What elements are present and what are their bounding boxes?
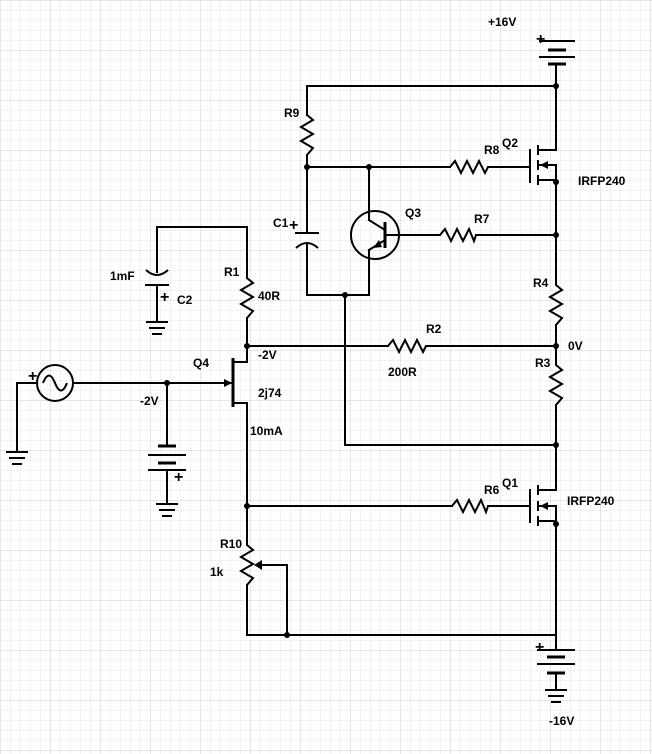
label-q3: Q3	[405, 206, 421, 220]
label-supply-pos: +16V	[488, 15, 516, 29]
junction-dot	[553, 83, 559, 89]
ground-symbol	[6, 451, 28, 465]
wire-r10-wiper	[256, 564, 288, 636]
battery-positive-supply: +	[536, 31, 575, 66]
resistor-r2	[387, 337, 427, 355]
junctions	[164, 83, 559, 638]
capacitor-plus-sign: +	[160, 289, 169, 306]
label-r9: R9	[284, 106, 300, 120]
junction-dot	[553, 343, 559, 349]
resistor-r7	[439, 226, 477, 244]
label-q2-part: IRFP240	[578, 174, 626, 188]
label-supply-neg: -16V	[549, 714, 574, 728]
resistor-r8	[449, 158, 489, 176]
resistor-r1	[239, 277, 255, 319]
battery-plus-sign: +	[535, 639, 544, 656]
junction-dot	[244, 343, 250, 349]
label-q1: Q1	[502, 476, 518, 490]
label-r2-value: 200R	[388, 365, 417, 379]
label-r8: R8	[484, 143, 500, 157]
battery-plus-sign: +	[174, 469, 183, 486]
label-q4-current: 10mA	[250, 424, 283, 438]
mosfet-q1	[529, 485, 557, 526]
junction-dot	[164, 380, 170, 386]
wire-c2-r1-top	[156, 226, 248, 279]
labels: +16V -16V R9 R8 Q2 IRFP240 C1 Q3 R7 1mF …	[110, 15, 626, 728]
label-c1: C1	[273, 216, 289, 230]
junction-dot	[366, 164, 372, 170]
battery-bias: +	[148, 444, 186, 486]
label-node-gate-v: -2V	[258, 348, 277, 362]
label-q1-part: IRFP240	[567, 494, 615, 508]
capacitor-c2: +	[145, 269, 169, 306]
resistor-r6	[451, 497, 489, 515]
jfet-q4	[224, 358, 235, 407]
junction-dot	[284, 632, 290, 638]
junction-dot	[244, 503, 250, 509]
label-r1: R1	[224, 265, 240, 279]
label-r4: R4	[533, 276, 549, 290]
wire-source-ground	[16, 382, 38, 453]
battery-negative-supply: +	[535, 639, 575, 675]
resistor-r3	[548, 364, 564, 406]
resistor-r9	[299, 114, 315, 156]
junction-dot	[553, 442, 559, 448]
label-r1-value: 40R	[258, 289, 280, 303]
wire-r10-bottom	[246, 584, 557, 636]
label-q2: Q2	[502, 136, 518, 150]
ground-symbol	[146, 321, 168, 335]
label-c2-value: 1mF	[110, 269, 135, 283]
ac-source: +	[28, 364, 74, 402]
label-r10: R10	[220, 537, 242, 551]
wire-c1-bottom	[306, 243, 370, 296]
label-r2: R2	[426, 322, 442, 336]
capacitor-plus-sign: +	[289, 217, 298, 234]
label-c2: C2	[177, 293, 193, 307]
ground-symbol	[156, 503, 178, 517]
junction-dot	[553, 232, 559, 238]
mosfet-q2	[529, 137, 557, 185]
label-r6: R6	[484, 483, 500, 497]
label-r3: R3	[535, 356, 551, 370]
capacitor-c1: +	[289, 217, 319, 249]
label-q4: Q4	[193, 356, 209, 370]
label-node-0v: 0V	[568, 339, 583, 353]
label-bias-v: -2V	[140, 394, 159, 408]
source-plus-sign: +	[28, 368, 37, 385]
label-r10-value: 1k	[210, 565, 224, 579]
label-r7: R7	[474, 212, 490, 226]
bjt-q3	[350, 210, 400, 260]
label-q4-part: 2j74	[258, 386, 282, 400]
ground-symbol	[545, 689, 567, 703]
junction-dot	[342, 292, 348, 298]
battery-plus-sign: +	[536, 31, 545, 48]
junction-dot	[304, 164, 310, 170]
potentiometer-r10	[239, 544, 262, 586]
resistor-r4	[548, 284, 564, 326]
